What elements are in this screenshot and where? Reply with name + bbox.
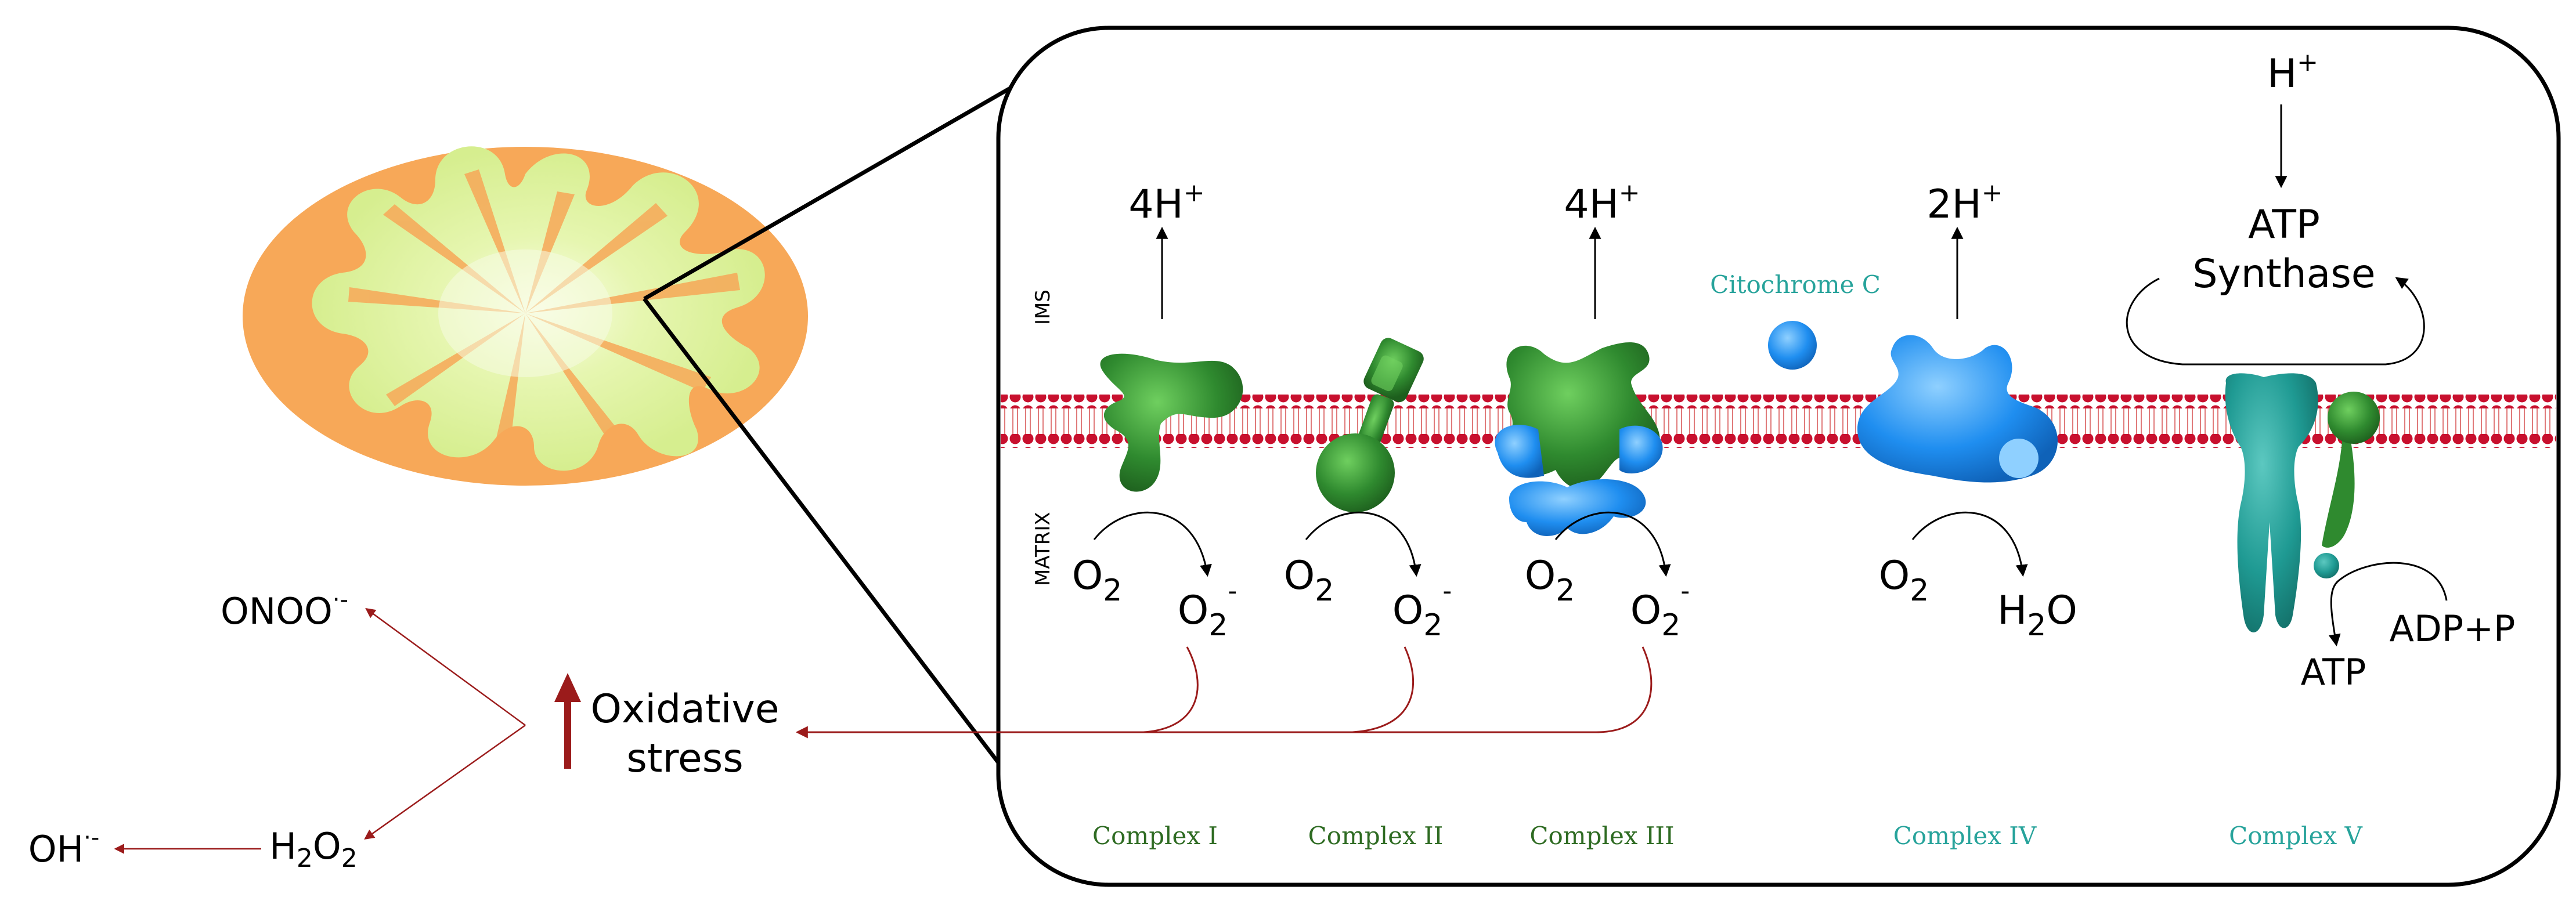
zoom-panel: [996, 26, 2561, 887]
oxidative-stress-line2: stress: [626, 736, 743, 782]
pump-label-complex-iii: 4H+: [1564, 178, 1640, 227]
oxidative-stress-line1: Oxidative: [590, 686, 779, 732]
superoxide-connectors: [795, 646, 1653, 739]
matrix-label: MATRIX: [1031, 512, 1055, 586]
adp-p-label: ADP+P: [2390, 607, 2516, 650]
complex-label-v: Complex V: [2229, 822, 2362, 850]
atp-production-arrow: [2328, 562, 2448, 647]
h-plus-top: H+: [2267, 48, 2318, 97]
atp-synthase-rotation: [2126, 277, 2425, 366]
atp-label: ATP: [2301, 651, 2366, 693]
ros-arrows: [114, 607, 526, 854]
mitochondrion: [243, 146, 808, 486]
reaction-1-product: O2-: [1178, 576, 1238, 643]
atp-synthase-label-1: ATP: [2248, 202, 2320, 248]
complex-label-ii: Complex II: [1308, 822, 1444, 850]
cytochrome-c: [1768, 321, 1817, 370]
complex-labels: Complex I Complex II Complex III Complex…: [1092, 822, 2363, 850]
reactions: O2 O2- O2 O2- O2 O2- O2 H2O: [1072, 511, 2077, 643]
onoo-label: ONOO·-: [221, 587, 348, 632]
h2o2-label: H2O2: [269, 825, 357, 873]
reaction-4-reactant: O2: [1879, 553, 1929, 608]
reaction-2-reactant: O2: [1284, 553, 1334, 608]
complex-iii-protein: [1495, 342, 1663, 536]
pump-label-complex-i: 4H+: [1128, 178, 1204, 227]
zoom-line-bottom: [643, 297, 1029, 802]
cytochrome-c-label: Citochrome C: [1710, 270, 1881, 299]
atp-synthase-label-2: Synthase: [2192, 251, 2375, 297]
reaction-4-product: H2O: [1997, 588, 2077, 643]
reaction-3-reactant: O2: [1525, 553, 1575, 608]
reaction-1-reactant: O2: [1072, 553, 1123, 608]
complex-ii-protein: [1316, 338, 1424, 512]
complex-label-i: Complex I: [1092, 822, 1218, 850]
complex-label-iv: Complex IV: [1893, 822, 2037, 850]
complex-iv-protein: [1857, 335, 2058, 483]
pump-label-complex-iv: 2H+: [1926, 178, 2003, 227]
reaction-3-product: O2-: [1630, 576, 1690, 643]
proton-pumps: 4H+ 4H+ 2H+: [1128, 178, 2003, 319]
complex-label-iii: Complex III: [1529, 822, 1674, 850]
complex-v-protein: [2225, 373, 2380, 632]
ims-label: IMS: [1031, 290, 1055, 325]
reaction-2-product: O2-: [1392, 576, 1452, 643]
oh-label: OH·-: [28, 824, 100, 870]
complex-i-protein: [1100, 353, 1243, 492]
